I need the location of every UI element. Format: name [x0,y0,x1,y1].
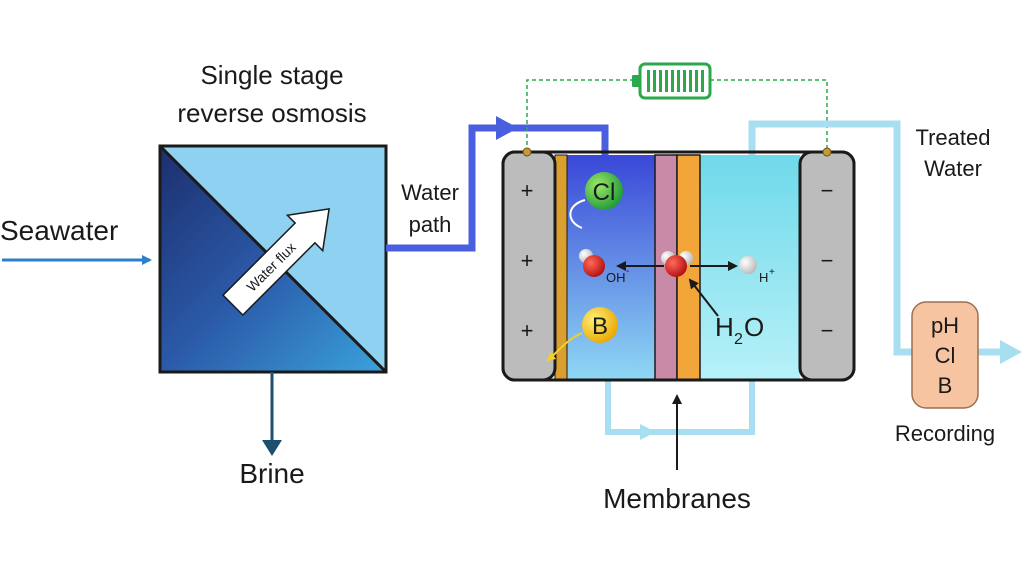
water-path-line [386,124,609,252]
chloride-curve-arrow [569,199,586,229]
hydroxide-label: OH [606,270,626,285]
title-line-2: reverse osmosis [177,98,366,128]
anode-sign-3: + [521,318,534,343]
treated-water-label-1: Treated [915,125,990,150]
treated-water-arrow-head [1000,340,1022,364]
brine-label: Brine [239,458,304,489]
seawater-label: Seawater [0,215,118,246]
battery-icon [632,62,712,100]
recorder-item-b: B [938,373,953,398]
water-molecule [661,251,693,277]
proton-ion: H + [739,256,775,285]
hydroxide-ion: OH - [579,249,629,285]
membranes-label: Membranes [603,483,751,514]
water-path-label-1: Water [401,180,459,205]
cathode-terminal [822,147,832,157]
cathode-sign-1: − [821,178,834,203]
recirculation-pipe [605,380,755,435]
cathode-sign-3: − [821,318,834,343]
h2o-subscript: 2 [734,331,743,348]
recorder-box: pH Cl B [911,301,979,409]
battery-wire-left [526,79,640,152]
h2o-h: H [715,312,734,342]
anode-sign-2: + [521,248,534,273]
anode-terminal [522,147,532,157]
water-path-arrow-head [496,116,518,140]
chloride-ion: Cl [585,172,623,210]
anode-sign-1: + [521,178,534,203]
h2o-pointer-arrow [688,278,719,317]
recorder-item-cl: Cl [935,343,956,368]
proton-label: H [759,270,768,285]
title-line-1: Single stage [200,60,343,90]
treated-water-label-2: Water [924,156,982,181]
recirculation-arrow-head [640,424,656,440]
chloride-label: Cl [593,179,616,206]
proton-charge: + [769,267,775,278]
battery-wire-right [710,79,828,152]
recording-label: Recording [895,421,995,446]
boron-label: B [592,313,608,340]
h2o-label: H 2 O [715,312,764,348]
cathode-sign-2: − [821,248,834,273]
hydroxide-charge: - [626,266,629,277]
boron-species: B [582,307,618,343]
brine-arrow-head [262,440,282,456]
h2o-o: O [744,312,764,342]
recorder-item-ph: pH [931,313,959,338]
water-path-label-2: path [409,212,452,237]
boron-curve-arrow [546,332,583,362]
